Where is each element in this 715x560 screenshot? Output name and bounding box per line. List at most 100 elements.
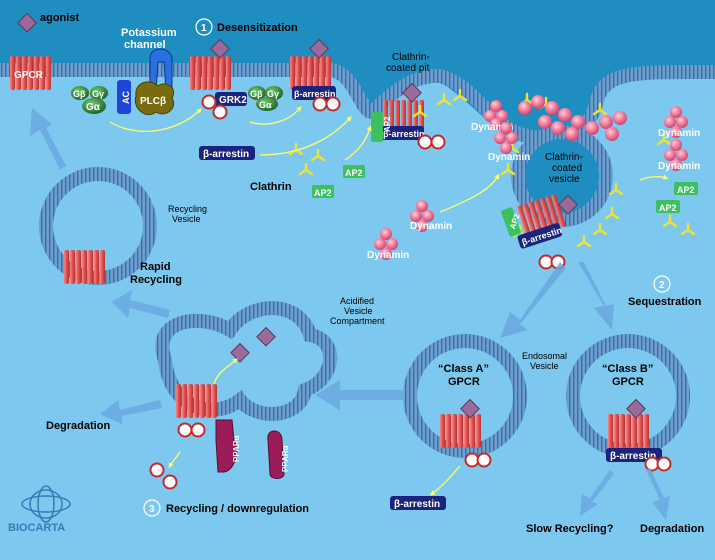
phosphate-icon [162, 474, 178, 490]
acidified-label-1: Acidified [340, 296, 374, 306]
ccv-label-1: Clathrin- [545, 152, 583, 163]
dynamin-icon [484, 100, 508, 130]
class-b-label-2: GPCR [612, 376, 644, 388]
arrow-to-degradation-left [100, 400, 162, 424]
pathway-arrows [30, 108, 670, 520]
ccv-label-3: vesicle [549, 174, 580, 185]
agonist-bound-icon [210, 38, 230, 59]
step-2-number: 2 [659, 280, 665, 291]
agonist-bound-icon [309, 38, 329, 59]
g-gamma-label: Gγ [267, 89, 279, 99]
free-beta-arrestin-label: β-arrestin [203, 149, 249, 160]
agonist-icon [17, 12, 37, 33]
acidified-label-3: Compartment [330, 316, 385, 326]
potassium-channel-label-2: channel [124, 39, 166, 51]
g-alpha-icon [256, 97, 278, 111]
ap2-label: AP2 [345, 168, 363, 178]
grk2-icon [215, 92, 247, 106]
step-3-badge [143, 499, 161, 517]
beta-arrestin-label: β-arrestin [294, 89, 336, 99]
phosphate-icon [430, 134, 446, 150]
dynamin-icon [664, 106, 688, 138]
class-a-receptor-icon [440, 414, 481, 448]
arrow-to-recycling [112, 290, 170, 318]
phosphate-icon [312, 96, 328, 112]
clathrin-pit-label-2: coated pit [386, 63, 430, 74]
rapid-recycling-label-2: Recycling [130, 274, 182, 286]
arrow-to-class-a [500, 262, 566, 338]
acidified-label-2: Vesicle [344, 306, 373, 316]
dynamin-icon [664, 139, 688, 171]
dynamin-ring-icon [518, 95, 627, 141]
g-alpha-label: Gα [86, 102, 101, 113]
step-1-badge [195, 18, 213, 36]
phosphate-icon [476, 452, 492, 468]
phosphate-icon [656, 456, 672, 472]
ap2-icon [343, 165, 365, 178]
agonist-bound-receptor-icon [190, 56, 231, 90]
adenylyl-cyclase-icon [117, 80, 131, 114]
process-arrows [109, 106, 669, 496]
g-alpha-icon [82, 98, 106, 114]
clathrin-label: Clathrin [250, 181, 292, 193]
potassium-channel-icon [149, 48, 173, 93]
ap2-icon [501, 207, 521, 237]
ap2-icon [674, 182, 698, 195]
dynamin-label: Dynamin [658, 128, 700, 139]
degradation-label-right: Degradation [640, 523, 704, 535]
ap2-icon [371, 112, 383, 142]
ac-label: AC [121, 91, 131, 104]
phosphate-icon [417, 134, 433, 150]
free-beta-arrestin-icon [199, 146, 255, 160]
rapid-recycling-label-1: Rapid [140, 261, 171, 273]
dynamin-label: Dynamin [471, 122, 513, 133]
logo-wave [37, 485, 55, 523]
recycling-vesicle-label-2: Vesicle [172, 214, 201, 224]
logo-wave [29, 489, 63, 519]
ap2-icon [312, 185, 334, 198]
step-1-label: Desensitization [217, 22, 298, 34]
logo-wave [21, 495, 71, 513]
beta-arrestin-label: β-arrestin [610, 451, 656, 462]
arrow-class-a-to-compartment [315, 380, 405, 410]
ap2-label: AP2 [659, 203, 677, 213]
class-a-label-1: “Class A” [438, 363, 489, 375]
dynamin-icon [374, 228, 398, 260]
degradation-label-left: Degradation [46, 420, 110, 432]
class-a-endosome [403, 334, 527, 458]
g-gamma-icon [90, 86, 108, 100]
g-gamma-label: Gγ [92, 89, 104, 99]
ppar-label: PPARα [281, 445, 290, 472]
biocarta-logo [21, 485, 71, 523]
dynamin-label: Dynamin [658, 161, 700, 172]
endosomal-label-1: Endosomal [522, 351, 567, 361]
g-beta-label: Gβ [250, 89, 263, 99]
g-gamma-icon [265, 86, 283, 100]
g-beta-icon [248, 86, 266, 100]
step-3-label: Recycling / downregulation [166, 503, 309, 515]
dynamin-label: Dynamin [410, 221, 452, 232]
released-beta-arrestin-label: β-arrestin [394, 499, 440, 510]
dynamin-label: Dynamin [367, 250, 409, 261]
beta-arrestin-icon [292, 86, 336, 100]
phosphate-icon [177, 422, 193, 438]
g-alpha-label: Gα [259, 100, 272, 110]
phosphate-icon [149, 462, 165, 478]
gpcr-label: GPCR [14, 70, 44, 81]
phosphate-icon [212, 104, 228, 120]
arrow-to-class-b [578, 262, 614, 330]
clathrin-pit-label-1: Clathrin- [392, 52, 430, 63]
beta-arrestin-icon [380, 126, 424, 140]
recycled-receptor-icon [64, 250, 105, 284]
slow-recycling-label: Slow Recycling? [526, 523, 614, 535]
plc-beta-label: PLCβ [140, 96, 166, 107]
recycling-vesicle-label-1: Recycling [168, 204, 207, 214]
agonist-icon [230, 342, 250, 363]
phosphate-icon [190, 422, 206, 438]
compartment-receptor-icon [176, 384, 217, 418]
g-beta-icon [71, 86, 89, 100]
agonist-bound-icon [558, 194, 578, 215]
beta-arrestin-label: β-arrestin [383, 129, 425, 139]
phosphate-icon [325, 96, 341, 112]
